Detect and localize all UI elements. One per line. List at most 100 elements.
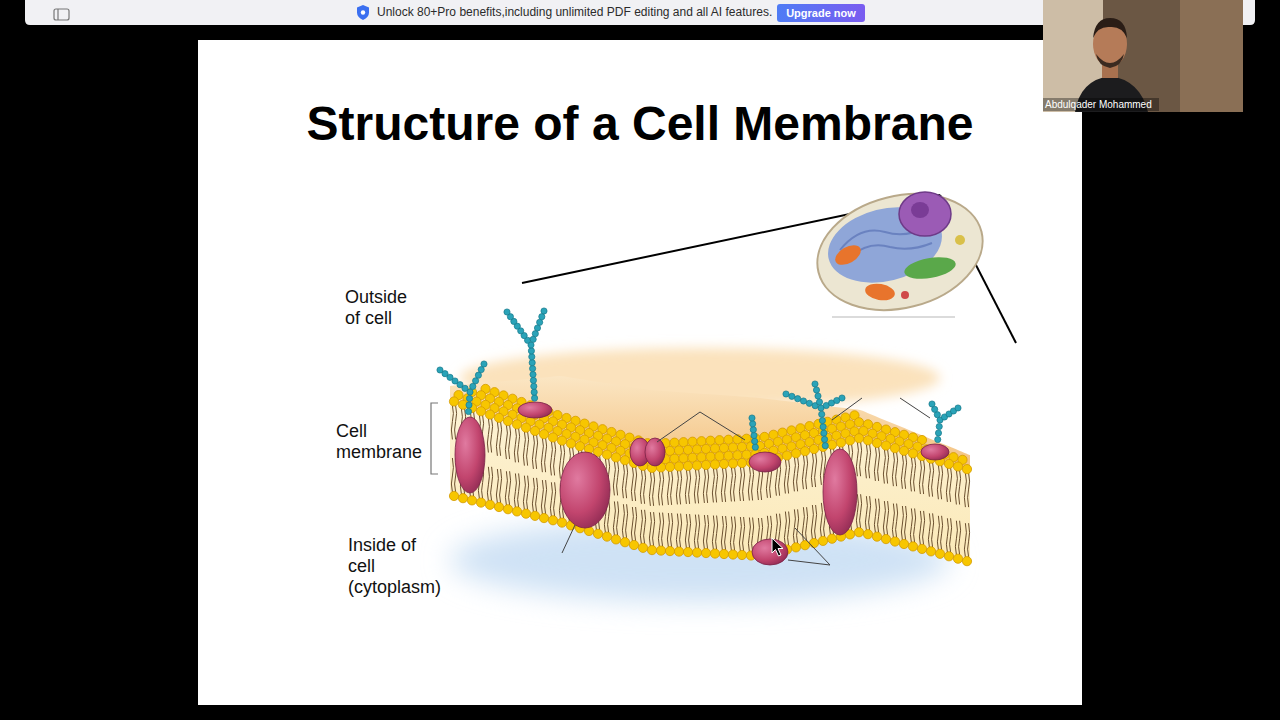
lipid-tail (721, 468, 723, 502)
lipid-tail (523, 432, 525, 466)
lipid-tail (752, 466, 754, 500)
lipid-tail (883, 501, 885, 535)
lipid-tail (635, 467, 637, 501)
lipid-tail (734, 467, 736, 501)
phospholipid-head (530, 511, 539, 520)
lipid-tail (878, 447, 880, 481)
lipid-tail (451, 458, 453, 492)
carbohydrate-bead (819, 417, 825, 423)
carbohydrate-bead (783, 391, 789, 397)
carbohydrate-bead (481, 361, 487, 367)
carbohydrate-bead (752, 438, 758, 444)
lipid-tail (554, 482, 556, 516)
carbohydrate-bead (537, 319, 543, 325)
lipid-tail (739, 467, 741, 501)
lipid-tail (968, 523, 970, 557)
carbohydrate-bead (821, 430, 827, 436)
phospholipid-head (485, 410, 494, 419)
lipid-tail (550, 441, 552, 475)
phospholipid-head (611, 535, 620, 544)
nucleolus (911, 202, 929, 218)
lipid-tail (869, 444, 871, 478)
carbohydrate-bead (750, 421, 756, 427)
phospholipid-head (602, 450, 611, 459)
lipid-tail (860, 442, 862, 476)
phospholipid-head (719, 549, 728, 558)
carbohydrate-bead (530, 371, 536, 377)
carbohydrate-bead (751, 432, 757, 438)
region-label: Inside of cell (cytoplasm) (348, 535, 444, 598)
carbohydrate-bead (750, 427, 756, 433)
leader-line (795, 528, 830, 565)
lipid-tail (887, 450, 889, 484)
carbohydrate-bead (466, 395, 472, 401)
lipid-tail (860, 494, 862, 528)
membrane-bracket (431, 403, 438, 474)
lipid-tail (644, 470, 646, 504)
phospholipid-head (926, 547, 935, 556)
carbohydrate-bead (534, 325, 540, 331)
lipid-tail (914, 457, 916, 491)
phospholipid-head (548, 433, 557, 442)
lipid-tail (932, 463, 934, 497)
membrane (437, 308, 972, 566)
carbohydrate-bead (530, 336, 536, 342)
phospholipid-head (458, 494, 467, 503)
membrane-protein (752, 539, 788, 565)
carbohydrate-bead (478, 367, 484, 373)
carbohydrate-bead (465, 408, 471, 414)
phospholipid-head (665, 546, 674, 555)
cell-picture (805, 177, 995, 326)
phospholipid-head (890, 444, 899, 453)
lipid-tail (487, 467, 489, 501)
lipid-tail (680, 470, 682, 504)
phospholipid-head (485, 500, 494, 509)
lipid-tail (680, 514, 682, 548)
phospholipid-head (476, 498, 485, 507)
phospholipid-head (836, 438, 845, 447)
lipid-tail (514, 473, 516, 507)
lipid-tail (856, 442, 858, 476)
carbohydrate-bead (530, 377, 536, 383)
person-beard (1096, 54, 1124, 68)
phospholipid-head (953, 462, 962, 471)
lipid-tail (905, 455, 907, 489)
lipid-tail (703, 515, 705, 549)
lipid-tail (937, 516, 939, 550)
phospholipid-head (647, 546, 656, 555)
carbohydrate-bead (532, 395, 538, 401)
webcam-blinds (1180, 0, 1243, 112)
phospholipid-head (800, 447, 809, 456)
phospholipid-head (944, 552, 953, 561)
lipid-tail (734, 517, 736, 551)
lipid-tail (671, 471, 673, 505)
phospholipid-head (521, 509, 530, 518)
carbohydrate-bead (475, 372, 481, 378)
leader-line (700, 412, 745, 440)
phospholipid-head (593, 529, 602, 538)
lipid-tail (505, 425, 507, 459)
lipid-tail (689, 470, 691, 504)
phospholipid-head (449, 491, 458, 500)
leader-line (900, 398, 930, 418)
lipid-tail (532, 478, 534, 512)
carbohydrate-bead (795, 396, 801, 402)
sidebar-icon (54, 9, 69, 20)
lipid-tail (946, 518, 948, 552)
lipid-tail (887, 501, 889, 535)
lipid-tail (545, 480, 547, 514)
phospholipid-head (728, 459, 737, 468)
phospholipid-head (503, 505, 512, 514)
lipid-tail (811, 505, 813, 539)
lipid-tail (968, 473, 970, 507)
lipid-tail (874, 447, 876, 481)
lipid-tail (707, 469, 709, 503)
lipid-tail (793, 509, 795, 543)
mouse-cursor (772, 538, 783, 556)
phospholipid-head (710, 460, 719, 469)
lipid-tail (905, 506, 907, 540)
carbohydrate-bead (815, 393, 821, 399)
credit-line (832, 316, 955, 318)
lipid-tail (793, 457, 795, 491)
lipid-tail (928, 463, 930, 497)
